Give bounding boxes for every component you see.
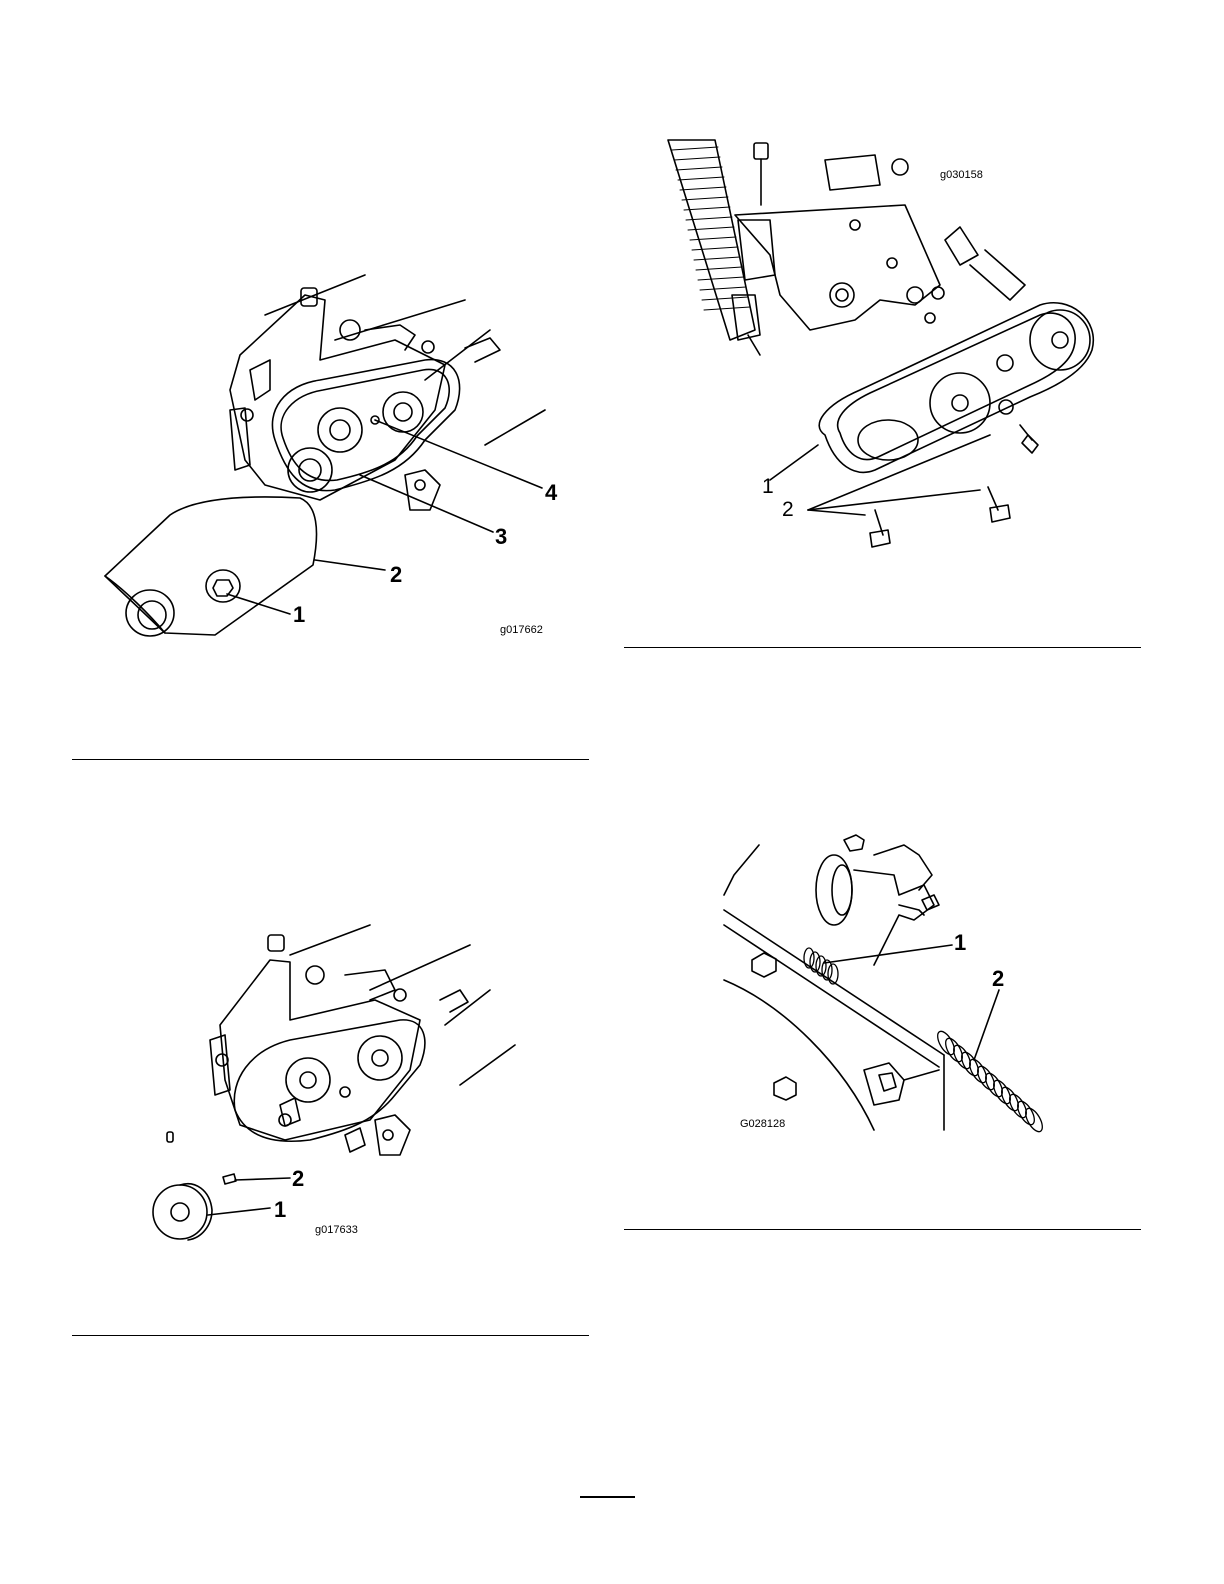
figure-g017662-drawing xyxy=(95,270,565,650)
section-divider xyxy=(624,1229,1141,1230)
figure-g017633-callout-1: 1 xyxy=(274,1199,286,1221)
figure-g017633-drawing xyxy=(150,930,530,1240)
figure-g017662-callout-3: 3 xyxy=(495,526,507,548)
figure-g017662-code: g017662 xyxy=(500,624,543,636)
section-divider xyxy=(72,1335,589,1336)
figure-G028128: 1 2 G028128 xyxy=(724,835,1064,1135)
figure-G028128-drawing xyxy=(724,835,1064,1135)
figure-g017662: 4 3 2 1 g017662 xyxy=(95,270,565,650)
figure-g017633-code: g017633 xyxy=(315,1224,358,1236)
figure-g030158-drawing xyxy=(660,135,1110,555)
figure-g017633-callout-2: 2 xyxy=(292,1168,304,1190)
figure-g017662-callout-2: 2 xyxy=(390,564,402,586)
figure-G028128-callout-1: 1 xyxy=(954,932,966,954)
section-divider xyxy=(624,647,1141,648)
figure-g017662-callout-4: 4 xyxy=(545,482,557,504)
figure-G028128-callout-2: 2 xyxy=(992,968,1004,990)
figure-g017633: 2 1 g017633 xyxy=(150,930,530,1240)
figure-g030158-callout-2: 2 xyxy=(782,499,794,521)
figure-g030158-callout-1: 1 xyxy=(762,476,774,498)
page-number-rule xyxy=(580,1496,635,1498)
figure-g030158-code: g030158 xyxy=(940,169,983,181)
figure-G028128-code: G028128 xyxy=(740,1118,785,1130)
section-divider xyxy=(72,759,589,760)
figure-g030158: 1 2 g030158 xyxy=(660,135,1110,555)
figure-g017662-callout-1: 1 xyxy=(293,604,305,626)
